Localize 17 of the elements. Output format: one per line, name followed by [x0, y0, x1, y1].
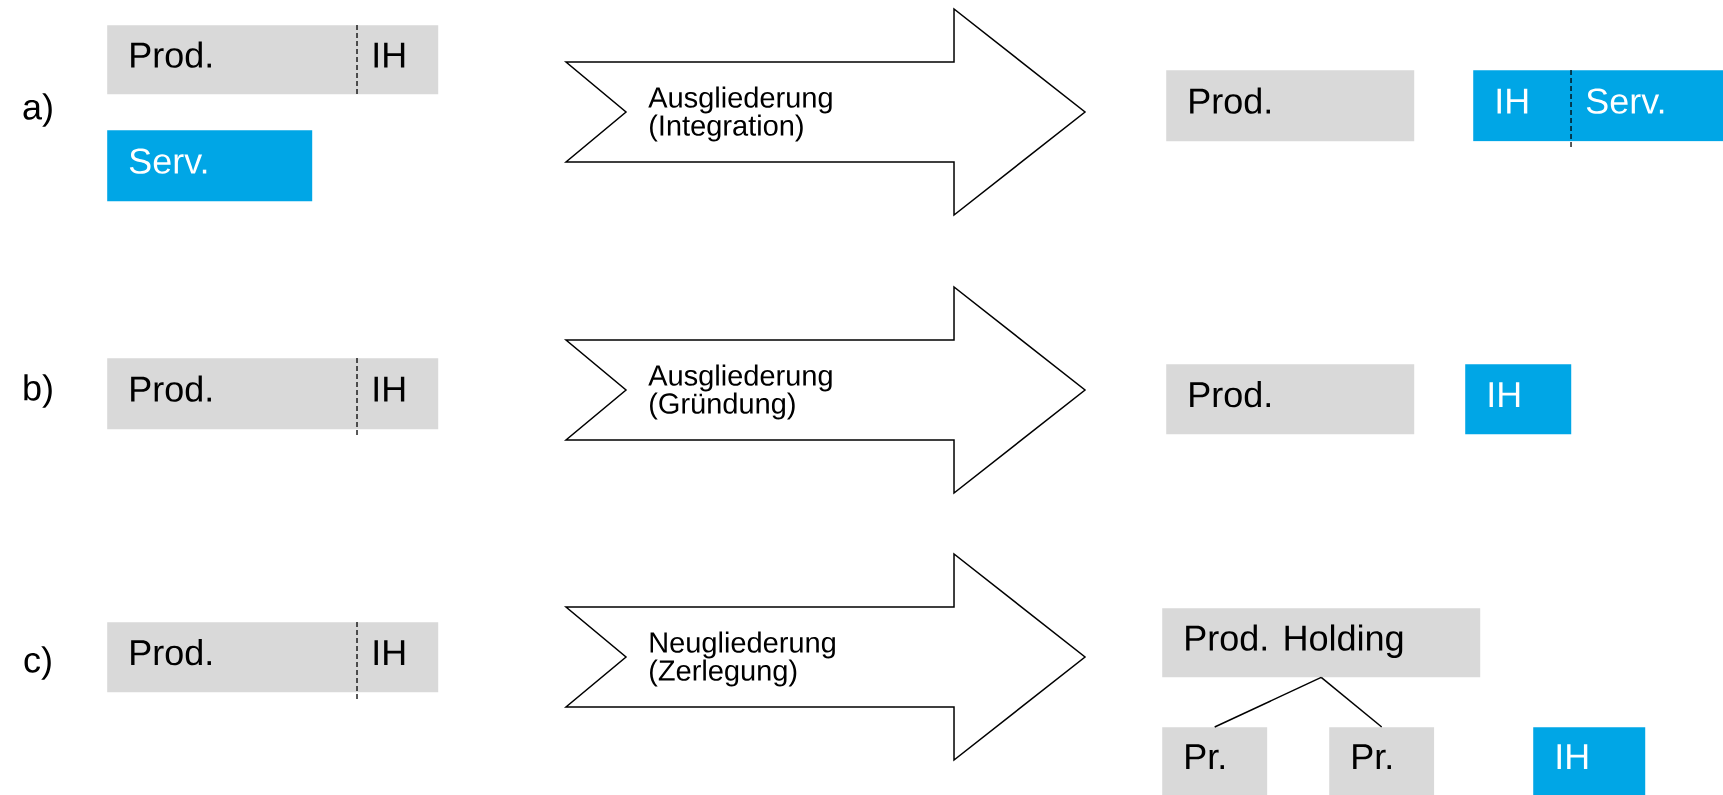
- connector-line: [1320, 676, 1383, 728]
- process-box: Prod. IH: [107, 24, 439, 98]
- process-box: Prod.: [1166, 364, 1415, 435]
- process-box: Prod. IH: [107, 357, 439, 436]
- row-label: b): [24, 374, 52, 408]
- process-box: Serv.: [107, 130, 313, 202]
- process-box: IH: [1533, 727, 1646, 795]
- process-box: Prod.: [1166, 70, 1415, 142]
- process-box: Prod. Holding: [1162, 608, 1481, 678]
- process-box: Prod. IH: [107, 621, 439, 700]
- process-box: Pr.: [1162, 727, 1268, 795]
- connector-line: [1213, 676, 1322, 728]
- process-box: IH: [1465, 364, 1572, 435]
- process-box: IH Serv.: [1473, 69, 1723, 149]
- row-label: c): [24, 646, 51, 680]
- row-label: a): [23, 93, 52, 127]
- process-box: Pr.: [1329, 727, 1435, 795]
